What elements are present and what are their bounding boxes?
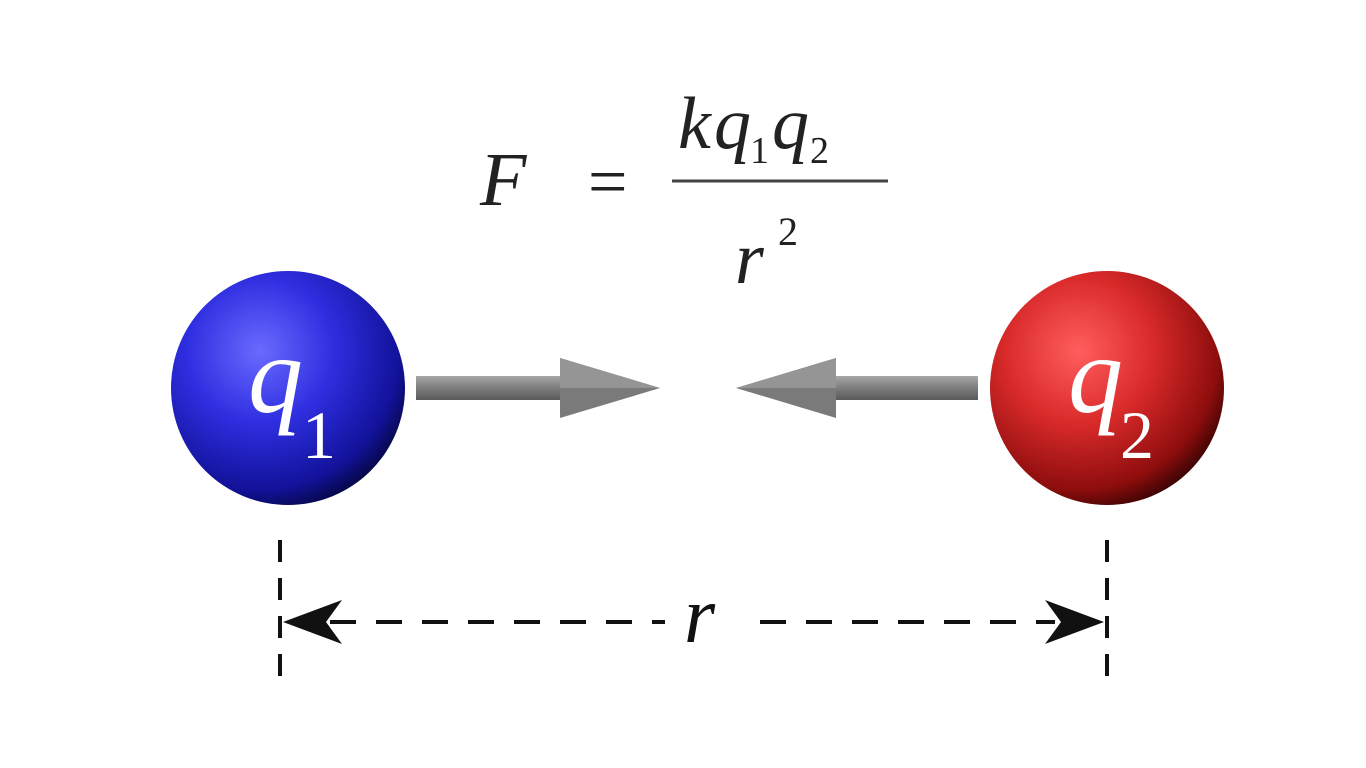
force-arrow-left [736,358,978,418]
formula-equals: = [588,144,627,221]
charge-q2: q 2 [990,271,1224,505]
force-arrow-left-head-highlight [736,358,836,388]
denominator-exponent: 2 [778,209,798,254]
dimension-arrowhead-right [1045,600,1104,644]
force-arrow-right-shaft [416,376,564,400]
charge-q1-symbol: q [248,314,303,436]
numerator-q1-subscript: 1 [750,130,769,172]
charge-q1-sphere [171,271,405,505]
distance-dimension: r [278,540,1109,690]
formula: F = k q 1 q 2 r 2 [479,83,888,300]
distance-label: r [684,572,716,660]
formula-denominator: r 2 [735,209,798,300]
formula-lhs: F [479,138,528,222]
charge-q1-subscript: 1 [302,397,336,473]
formula-numerator: k q 1 q 2 [678,83,829,172]
charge-q2-subscript: 2 [1120,397,1154,473]
numerator-q2-subscript: 2 [810,130,829,172]
numerator-q1: q [714,83,751,165]
charge-q2-sphere [990,271,1224,505]
charge-q1: q 1 [171,271,405,505]
dimension-arrowhead-left [283,600,342,644]
charge-q2-symbol: q [1068,314,1123,436]
force-arrow-right [416,358,660,418]
denominator-r: r [735,218,765,300]
numerator-k: k [678,83,712,165]
numerator-q2: q [772,83,809,165]
force-arrow-left-shaft [832,376,978,400]
force-arrow-right-head-highlight [560,358,660,388]
